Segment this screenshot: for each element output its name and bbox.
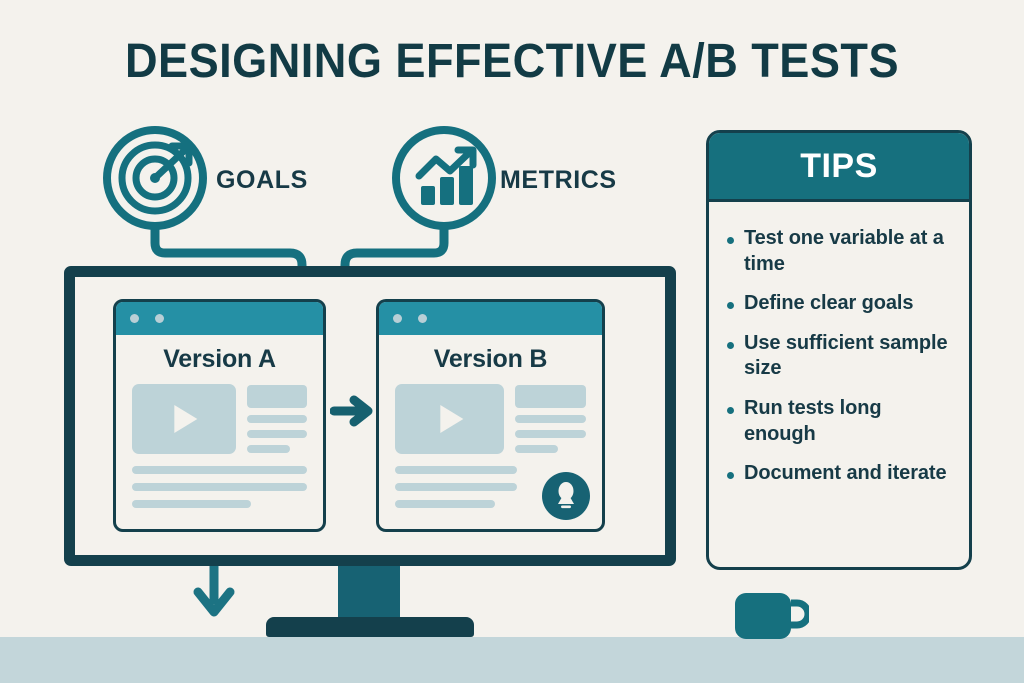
tips-item-text: Test one variable at a time [744, 227, 944, 275]
node-label-goals: GOALS [216, 166, 308, 194]
browser-card-version-b[interactable]: Version B [376, 299, 605, 532]
node-label-metrics: METRICS [500, 166, 617, 194]
window-dot-icon [130, 314, 139, 323]
play-icon [439, 405, 463, 433]
placeholder-block [515, 385, 586, 408]
play-icon [174, 405, 198, 433]
coffee-mug-icon [735, 593, 809, 639]
monitor-neck [338, 566, 400, 622]
placeholder-line [515, 430, 586, 438]
window-dot-icon [393, 314, 402, 323]
window-dot-icon [418, 314, 427, 323]
placeholder-line [247, 415, 307, 423]
tips-panel-title: TIPS [800, 146, 878, 185]
tips-panel: TIPS Test one variable at a time Define … [706, 130, 972, 570]
tips-list-item: Test one variable at a time [727, 226, 955, 277]
tips-item-text: Run tests long enough [744, 396, 882, 445]
placeholder-line [132, 466, 307, 474]
placeholder-line [395, 466, 518, 474]
floor-band [0, 637, 1024, 683]
tips-panel-header: TIPS [709, 133, 969, 202]
card-heading: Version B [433, 345, 548, 373]
card-heading: Version A [163, 345, 276, 373]
text-placeholder-group [515, 384, 586, 454]
bullet-icon [727, 237, 734, 244]
placeholder-line [515, 445, 558, 453]
card-content-row [132, 384, 307, 454]
tips-list-item: Use sufficient sample size [727, 331, 955, 382]
card-content-row [395, 384, 586, 454]
tips-list-item: Define clear goals [727, 291, 955, 317]
page-title: DESIGNING EFFECTIVE A/B TESTS [124, 35, 900, 88]
flow-arrow [330, 395, 373, 427]
lightbulb-icon [558, 482, 574, 509]
tips-list-item: Document and iterate [727, 461, 955, 487]
tips-list-item: Run tests long enough [727, 396, 955, 447]
target-icon [103, 126, 207, 230]
placeholder-line [395, 500, 496, 508]
video-placeholder [132, 384, 236, 454]
tips-item-text: Document and iterate [744, 462, 947, 485]
tips-item-text: Define clear goals [744, 292, 914, 315]
bullet-icon [727, 406, 734, 414]
bar-chart-trend-icon [392, 126, 496, 230]
card-titlebar [379, 302, 602, 335]
video-placeholder [395, 384, 504, 454]
browser-card-version-a[interactable]: Version A [113, 299, 326, 532]
tips-list: Test one variable at a time Define clear… [709, 202, 969, 567]
bullet-icon [727, 472, 734, 480]
card-body: Version A [116, 335, 323, 508]
placeholder-line [132, 483, 307, 491]
monitor-base [266, 617, 474, 637]
paragraph-placeholder-group [132, 466, 307, 508]
bullet-icon [727, 341, 734, 349]
cta-badge[interactable] [542, 472, 590, 520]
placeholder-line [132, 500, 251, 508]
placeholder-line [247, 445, 291, 453]
placeholder-block [247, 385, 307, 408]
placeholder-line [395, 483, 518, 491]
output-arrow-head [193, 587, 235, 617]
card-body: Version B [379, 335, 602, 508]
tips-item-text: Use sufficient sample size [744, 331, 948, 380]
bullet-icon [727, 302, 734, 310]
text-placeholder-group [247, 384, 307, 454]
card-titlebar [116, 302, 323, 335]
paragraph-placeholder-group [395, 466, 518, 508]
placeholder-line [247, 430, 307, 438]
placeholder-line [515, 415, 586, 423]
window-dot-icon [155, 314, 164, 323]
